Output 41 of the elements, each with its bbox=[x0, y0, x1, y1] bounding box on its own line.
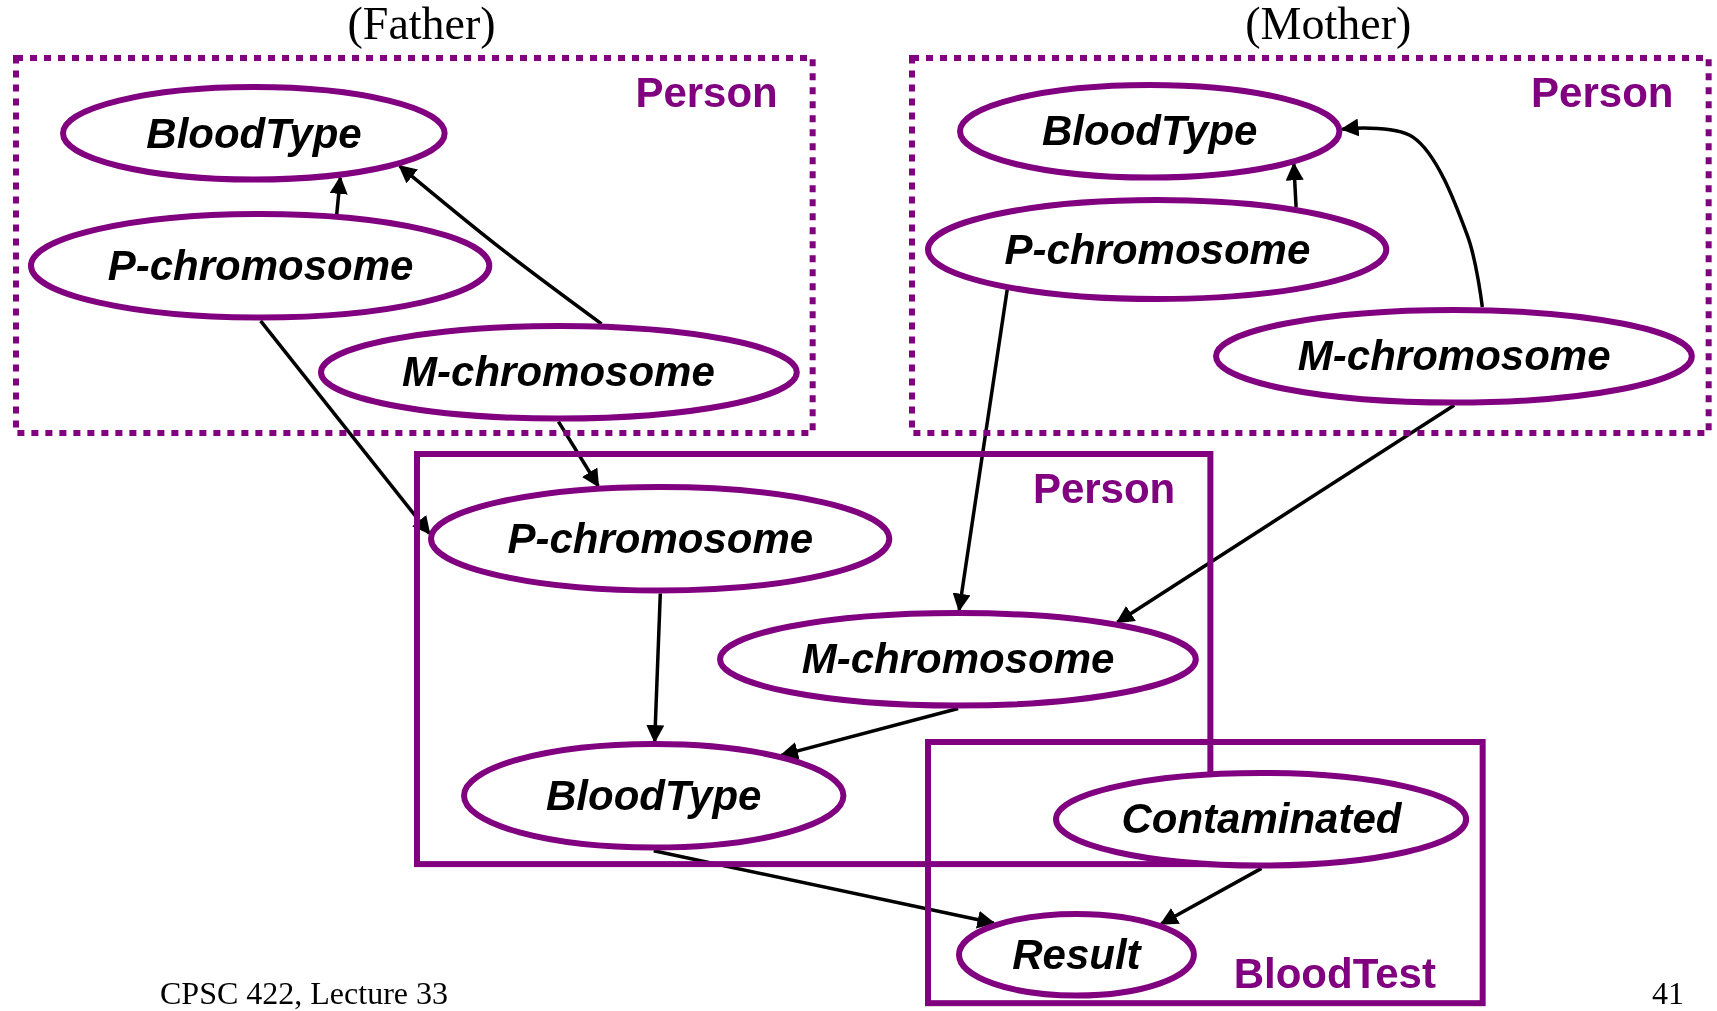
arrow bbox=[653, 849, 996, 929]
ellipse-node bbox=[60, 84, 448, 183]
arrow bbox=[1159, 866, 1263, 926]
ellipse-node bbox=[925, 197, 1390, 303]
plate-label: Person bbox=[1531, 68, 1674, 117]
plate-caption: (Father) bbox=[347, 0, 496, 50]
node-label: P-chromosome bbox=[107, 242, 414, 291]
plate-label: BloodTest bbox=[1233, 950, 1436, 999]
node-label: BloodType bbox=[146, 109, 362, 158]
arrow bbox=[329, 175, 348, 215]
node-label: M-chromosome bbox=[801, 635, 1115, 684]
plate-label: Person bbox=[635, 68, 778, 117]
ellipse-node bbox=[717, 609, 1199, 709]
node-label: BloodType bbox=[546, 772, 762, 821]
ellipse-node bbox=[1053, 769, 1470, 869]
ellipse-node bbox=[428, 484, 893, 594]
arrow bbox=[646, 593, 665, 744]
ellipse-node bbox=[957, 82, 1343, 181]
plate-caption: (Mother) bbox=[1245, 0, 1412, 50]
arrow bbox=[398, 164, 603, 326]
arrow bbox=[556, 420, 600, 488]
plate-label: Person bbox=[1032, 465, 1176, 514]
arrow bbox=[952, 289, 1009, 612]
node-label: P-chromosome bbox=[1004, 225, 1311, 274]
ellipse-node bbox=[461, 741, 847, 851]
ellipse-node bbox=[1213, 306, 1696, 406]
footer-text: CPSC 422, Lecture 33 bbox=[160, 975, 448, 1011]
node-label: M-chromosome bbox=[1297, 331, 1611, 380]
node-label: M-chromosome bbox=[402, 348, 715, 397]
node-label: Contaminated bbox=[1121, 795, 1402, 844]
node-label: P-chromosome bbox=[507, 514, 814, 563]
arrow bbox=[259, 319, 431, 535]
page-number: 41 bbox=[1652, 975, 1684, 1011]
arrow bbox=[1340, 118, 1485, 308]
arrow bbox=[1285, 162, 1304, 208]
node-label: Result bbox=[1012, 930, 1141, 979]
node-label: BloodType bbox=[1042, 107, 1258, 156]
plate-box bbox=[925, 739, 1486, 1007]
ellipse-node bbox=[28, 211, 493, 321]
ellipse-node bbox=[317, 323, 800, 422]
ellipse-node bbox=[955, 911, 1197, 999]
